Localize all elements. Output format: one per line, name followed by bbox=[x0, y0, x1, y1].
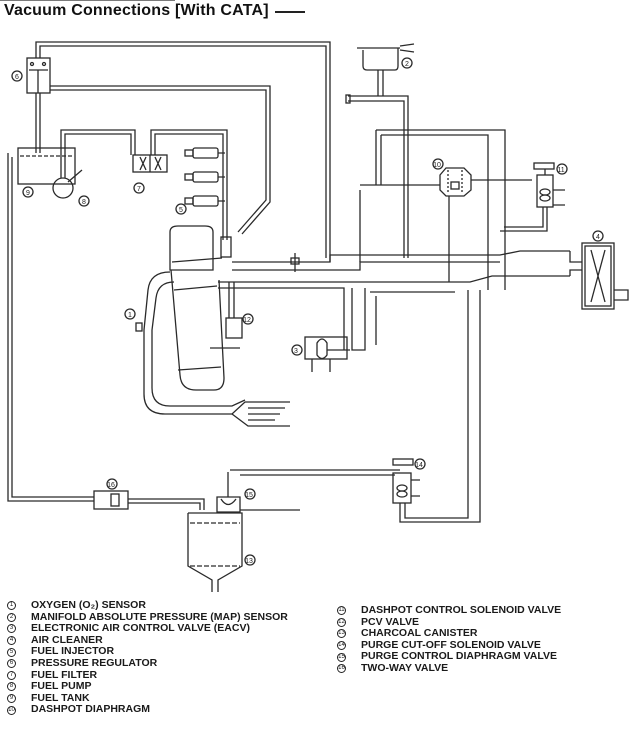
title-rule bbox=[274, 11, 305, 13]
callout-15: 15 bbox=[245, 492, 253, 499]
callout-2: 2 bbox=[405, 61, 409, 68]
pcv-valve: 12 bbox=[210, 282, 254, 349]
diagram-title: Vacuum Connections [With CATA] bbox=[4, 2, 269, 19]
callout-7: 7 bbox=[137, 186, 141, 193]
charcoal-canister: 15 13 bbox=[187, 472, 300, 592]
callout-1: 1 bbox=[128, 312, 132, 319]
callout-4: 4 bbox=[596, 234, 600, 241]
title-row: Vacuum Connections [With CATA] bbox=[4, 2, 305, 20]
callout-5: 5 bbox=[179, 207, 183, 214]
fuel-pump: 8 bbox=[52, 169, 90, 207]
fuel-tank: 9 bbox=[17, 147, 76, 198]
callout-11: 11 bbox=[557, 167, 564, 174]
callout-16: 16 bbox=[107, 482, 115, 489]
callout-9: 9 bbox=[26, 190, 30, 197]
dashpot-diaphragm: 10 bbox=[432, 158, 472, 282]
oxygen-sensor: 1 bbox=[124, 308, 143, 332]
air-cleaner: 4 bbox=[569, 230, 629, 310]
engine bbox=[0, 0, 225, 391]
callout-6: 6 bbox=[15, 74, 19, 81]
fuel-filter: 7 bbox=[132, 154, 168, 194]
two-way-valve: 16 bbox=[7, 153, 205, 510]
eacv: 3 bbox=[291, 336, 350, 372]
purge-solenoid: 14 bbox=[230, 290, 481, 523]
callout-3: 3 bbox=[294, 348, 298, 355]
pressure-regulator: 6 bbox=[11, 57, 51, 94]
map-sensor: 2 bbox=[345, 43, 415, 258]
callout-13: 13 bbox=[245, 558, 253, 565]
callout-8: 8 bbox=[82, 199, 86, 206]
vacuum-diagram: 6 9 8 7 5 bbox=[0, 0, 629, 592]
fuel-injectors: 5 bbox=[175, 147, 225, 215]
callout-12: 12 bbox=[243, 317, 251, 324]
callout-10: 10 bbox=[433, 162, 441, 169]
dashpot-solenoid: 11 bbox=[500, 162, 568, 232]
callout-14: 14 bbox=[415, 462, 423, 469]
